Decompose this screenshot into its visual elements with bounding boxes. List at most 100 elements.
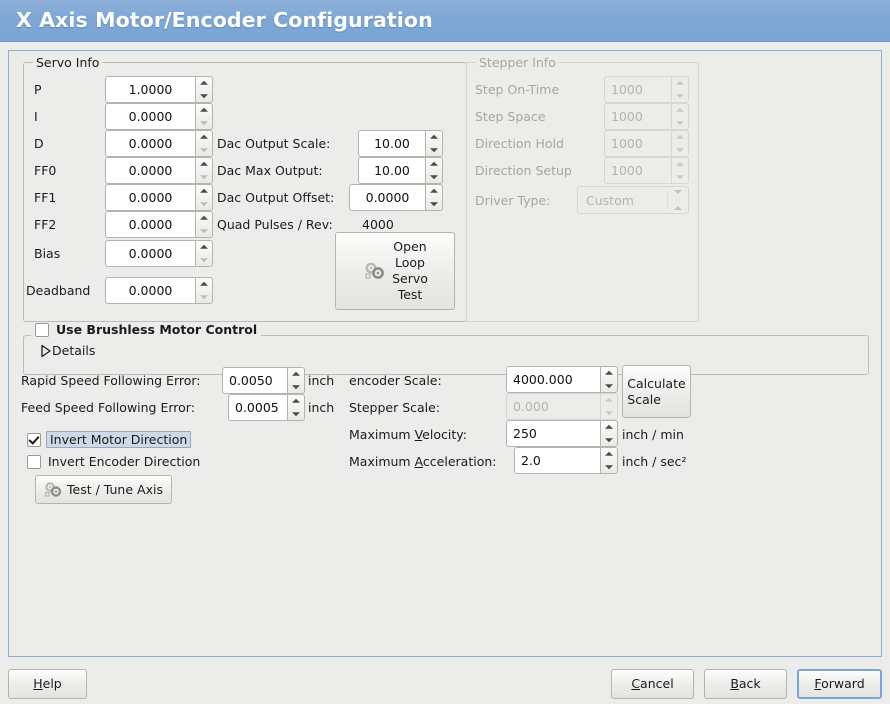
feed-following-error-stepper[interactable] <box>287 394 305 421</box>
spin-down-icon[interactable] <box>196 198 212 211</box>
spin-up-icon[interactable] <box>426 158 442 171</box>
servo-input-bias-stepper[interactable] <box>195 240 213 267</box>
servo-input-deadband-stepper[interactable] <box>195 277 213 304</box>
spin-down-icon[interactable] <box>196 117 212 130</box>
checkbox-box[interactable] <box>27 454 41 469</box>
spin-up-icon[interactable] <box>601 448 617 461</box>
servo-input-ff1[interactable]: 0.0000 <box>105 184 213 211</box>
servo-input-ff2[interactable]: 0.0000 <box>105 211 213 238</box>
details-expander[interactable]: Details <box>33 343 95 358</box>
maximum-velocity-stepper[interactable] <box>600 420 618 447</box>
dac-output-offset-stepper[interactable] <box>425 184 443 211</box>
maximum-acceleration-value[interactable]: 2.0 <box>514 447 600 474</box>
spin-down-icon[interactable] <box>426 171 442 184</box>
maximum-acceleration-input[interactable]: 2.0 <box>514 447 618 474</box>
spin-up-icon[interactable] <box>196 158 212 171</box>
spin-up-icon[interactable] <box>196 77 212 90</box>
dac-output-offset-input[interactable]: 0.0000 <box>349 184 443 211</box>
spin-down-icon[interactable] <box>196 90 212 103</box>
stepper-scale-value: 0.000 <box>506 393 600 420</box>
servo-input-d-value[interactable]: 0.0000 <box>105 130 195 157</box>
servo-input-bias-value[interactable]: 0.0000 <box>105 240 195 267</box>
spin-up-icon[interactable] <box>196 104 212 117</box>
servo-input-deadband[interactable]: 0.0000 <box>105 277 213 304</box>
spin-up-icon[interactable] <box>288 395 304 408</box>
spin-down-icon[interactable] <box>196 254 212 267</box>
spin-down-icon[interactable] <box>196 171 212 184</box>
cancel-button[interactable]: Cancel <box>611 669 694 699</box>
servo-input-ff1-value[interactable]: 0.0000 <box>105 184 195 211</box>
spin-up-icon[interactable] <box>288 368 304 381</box>
servo-input-ff1-stepper[interactable] <box>195 184 213 211</box>
dac-output-scale-input[interactable]: 10.00 <box>358 130 443 157</box>
encoder-scale-value[interactable]: 4000.000 <box>506 366 600 393</box>
use-brushless-motor-control-checkbox[interactable]: Use Brushless Motor Control <box>31 322 262 337</box>
back-button[interactable]: Back <box>704 669 787 699</box>
invert-encoder-direction-checkbox[interactable]: Invert Encoder Direction <box>27 454 200 469</box>
rapid-following-error-input[interactable]: 0.0050 <box>222 367 305 394</box>
dac-output-scale-value[interactable]: 10.00 <box>358 130 425 157</box>
rapid-following-error-stepper[interactable] <box>287 367 305 394</box>
encoder-scale-input[interactable]: 4000.000 <box>506 366 618 393</box>
servo-input-ff0[interactable]: 0.0000 <box>105 157 213 184</box>
spin-up-icon[interactable] <box>426 185 442 198</box>
servo-input-ff0-value[interactable]: 0.0000 <box>105 157 195 184</box>
servo-input-deadband-value[interactable]: 0.0000 <box>105 277 195 304</box>
feed-following-error-value[interactable]: 0.0005 <box>228 394 287 421</box>
spin-up-icon[interactable] <box>196 212 212 225</box>
spin-down-icon[interactable] <box>196 144 212 157</box>
spin-down-icon[interactable] <box>601 461 617 474</box>
servo-input-p-stepper[interactable] <box>195 76 213 103</box>
maximum-velocity-input[interactable]: 250 <box>506 420 618 447</box>
spin-down-icon[interactable] <box>196 291 212 304</box>
spin-up-icon[interactable] <box>196 278 212 291</box>
servo-input-d-stepper[interactable] <box>195 130 213 157</box>
max-velocity-pre: Maximum <box>349 427 415 442</box>
servo-input-d[interactable]: 0.0000 <box>105 130 213 157</box>
rapid-following-error-value[interactable]: 0.0050 <box>222 367 287 394</box>
help-button[interactable]: Help <box>8 669 87 699</box>
spin-up-icon[interactable] <box>196 241 212 254</box>
spin-up-icon[interactable] <box>601 421 617 434</box>
spin-down-icon[interactable] <box>601 434 617 447</box>
spin-up-icon[interactable] <box>196 131 212 144</box>
spin-up-icon[interactable] <box>426 131 442 144</box>
servo-input-bias[interactable]: 0.0000 <box>105 240 213 267</box>
open-loop-servo-test-button[interactable]: Open Loop Servo Test <box>335 232 455 310</box>
spin-down-icon[interactable] <box>601 380 617 393</box>
dac-output-scale-stepper[interactable] <box>425 130 443 157</box>
dac-max-output-value[interactable]: 10.00 <box>358 157 425 184</box>
spin-down-icon[interactable] <box>426 198 442 211</box>
dac-max-output-input[interactable]: 10.00 <box>358 157 443 184</box>
servo-input-i[interactable]: 0.0000 <box>105 103 213 130</box>
spin-down-icon[interactable] <box>288 408 304 421</box>
dac-max-output-stepper[interactable] <box>425 157 443 184</box>
servo-input-ff2-value[interactable]: 0.0000 <box>105 211 195 238</box>
test-tune-axis-button[interactable]: Test / Tune Axis <box>35 475 172 504</box>
encoder-scale-stepper[interactable] <box>600 366 618 393</box>
dac-output-offset-value[interactable]: 0.0000 <box>349 184 425 211</box>
servo-input-p-value[interactable]: 1.0000 <box>105 76 195 103</box>
maximum-acceleration-stepper[interactable] <box>600 447 618 474</box>
spin-up-icon[interactable] <box>601 367 617 380</box>
spin-down-icon <box>672 144 688 157</box>
spin-down-icon[interactable] <box>288 381 304 394</box>
forward-button[interactable]: Forward <box>797 669 882 699</box>
max-velocity-key: V <box>414 427 423 442</box>
servo-input-ff0-stepper[interactable] <box>195 157 213 184</box>
invert-motor-direction-checkbox[interactable]: Invert Motor Direction <box>27 431 192 448</box>
driver-type-select: Custom <box>577 186 689 214</box>
servo-input-p[interactable]: 1.0000 <box>105 76 213 103</box>
spin-down-icon[interactable] <box>196 225 212 238</box>
maximum-velocity-value[interactable]: 250 <box>506 420 600 447</box>
chevron-right-icon[interactable] <box>33 344 51 357</box>
spin-up-icon[interactable] <box>196 185 212 198</box>
servo-input-ff2-stepper[interactable] <box>195 211 213 238</box>
servo-input-i-stepper[interactable] <box>195 103 213 130</box>
feed-following-error-input[interactable]: 0.0005 <box>228 394 305 421</box>
checkbox-box[interactable] <box>35 322 49 337</box>
servo-input-i-value[interactable]: 0.0000 <box>105 103 195 130</box>
calculate-scale-button[interactable]: Calculate Scale <box>622 365 691 418</box>
spin-down-icon[interactable] <box>426 144 442 157</box>
checkbox-box[interactable] <box>27 432 41 447</box>
